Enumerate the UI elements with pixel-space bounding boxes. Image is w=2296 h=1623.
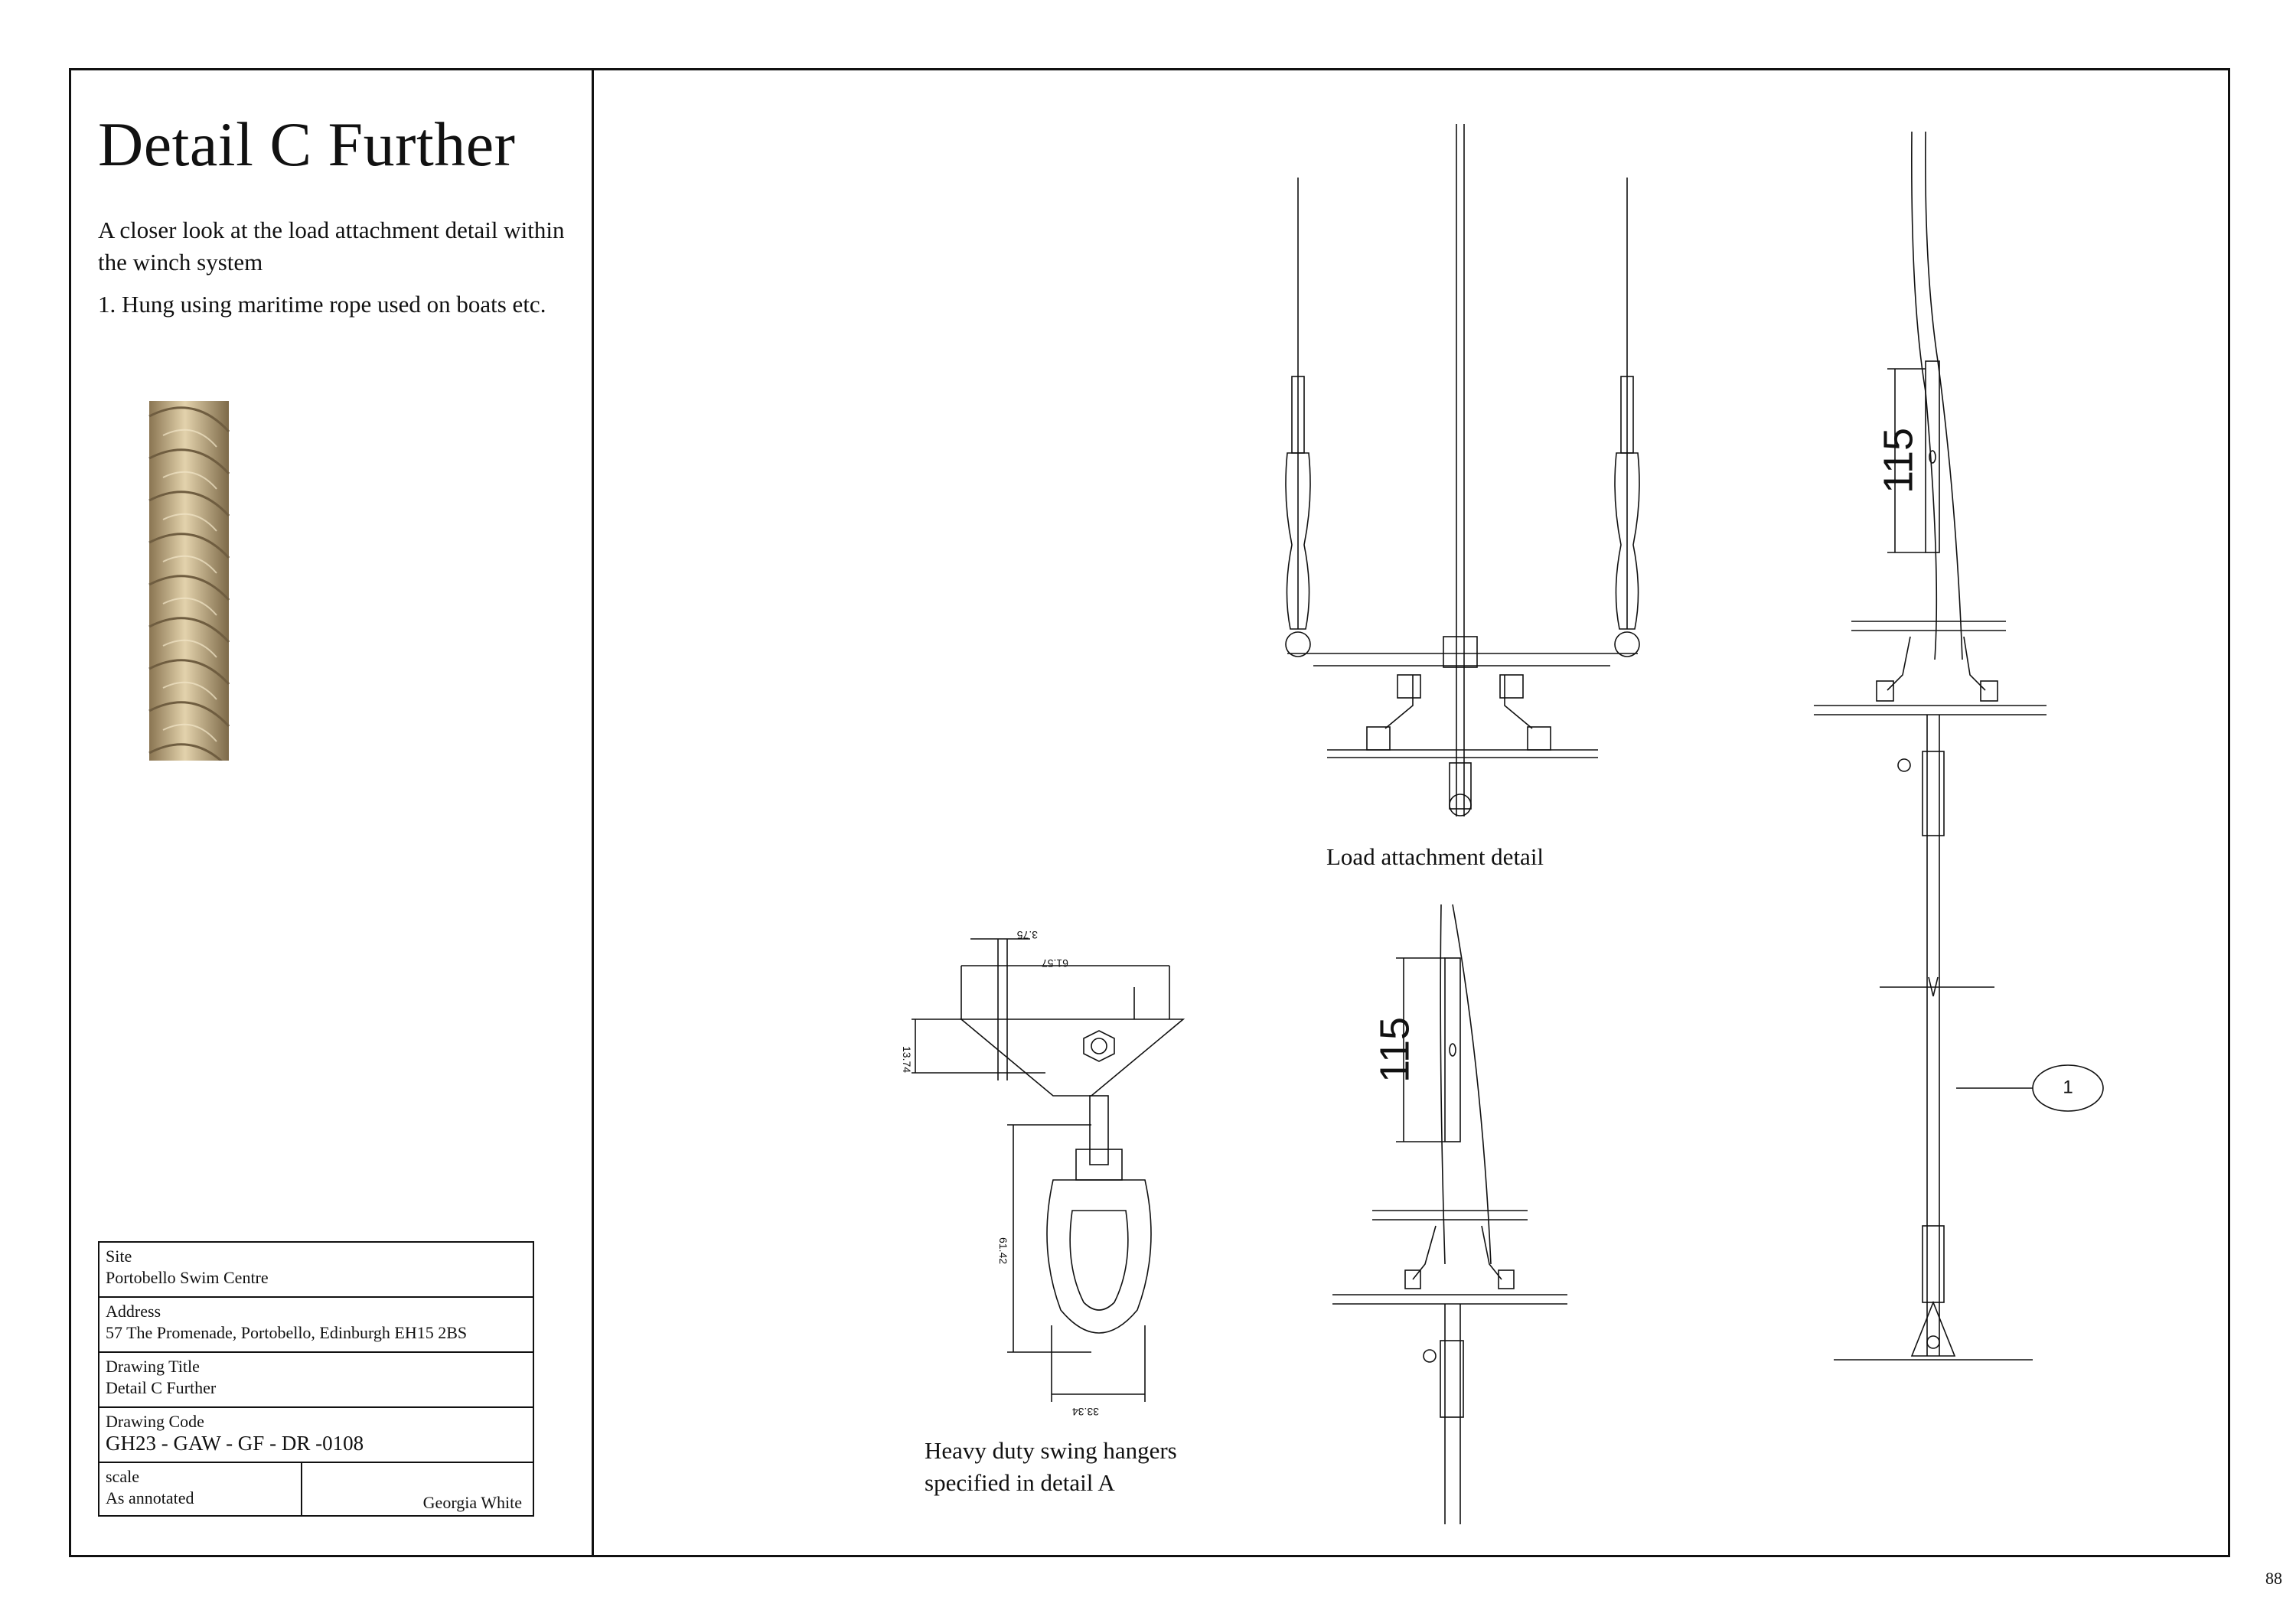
lower-side-view [1332,904,1567,1524]
swing-hanger-view [912,938,1186,1402]
dimension-hanger-plate: 13.74 [901,1046,913,1073]
author-name: Georgia White [422,1493,522,1512]
technical-drawing: 115 115 3.75 61.57 13.74 61.42 33.34 1 [901,124,2104,1524]
site-value: Portobello Swim Centre [106,1268,269,1287]
dimension-hanger-pin: 3.75 [1017,929,1038,941]
dimension-hanger-drop: 61.42 [997,1237,1009,1264]
title-block-drawing-title: Drawing Title Detail C Further [99,1353,533,1408]
drawing-code-label: Drawing Code [106,1412,204,1431]
drawing-code-value: GH23 - GAW - GF - DR -0108 [106,1432,364,1455]
callout-tag-number: 1 [2063,1077,2073,1097]
rope-strands [148,406,230,761]
dimension-turnbuckle-upper: 115 [1875,428,1921,494]
callout-bubble [2032,1064,2104,1112]
scale-value: As annotated [106,1488,194,1507]
drawing-title-label: Drawing Title [106,1357,200,1376]
author-cell: Georgia White [302,1463,533,1515]
address-value: 57 The Promenade, Portobello, Edinburgh … [106,1323,468,1342]
rope-image [148,401,230,761]
heavy-duty-caption-line-1: Heavy duty swing hangers [925,1437,1177,1464]
heavy-duty-caption: Heavy duty swing hangers specified in de… [925,1435,1177,1499]
title-block-address: Address 57 The Promenade, Portobello, Ed… [99,1298,533,1353]
info-sidebar: Detail C Further A closer look at the lo… [71,70,594,1555]
load-attachment-caption: Load attachment detail [1326,843,1544,870]
drawing-sheet-frame: Detail C Further A closer look at the lo… [69,68,2230,1557]
address-label: Address [106,1302,161,1321]
title-block-drawing-code: Drawing Code GH23 - GAW - GF - DR -0108 [99,1408,533,1463]
intro-text: A closer look at the load attachment det… [98,217,565,275]
load-attachment-front-view [1285,124,1640,816]
scale-label: scale [106,1467,139,1486]
dimension-turnbuckle-lower: 115 [1371,1017,1417,1083]
heavy-duty-caption-line-2: specified in detail A [925,1469,1115,1496]
drawing-title-value: Detail C Further [106,1378,217,1397]
title-block-scale-row: scale As annotated Georgia White [99,1463,533,1515]
page-number: 88 [2265,1569,2282,1588]
title-block: Site Portobello Swim Centre Address 57 T… [98,1241,534,1517]
title-block-site: Site Portobello Swim Centre [99,1243,533,1298]
site-label: Site [106,1247,132,1266]
dimension-hanger-width: 61.57 [1042,957,1068,970]
dimension-hanger-eye: 33.34 [1072,1406,1099,1418]
side-elevation-view [1814,131,2104,1361]
rope-note: 1. Hung using maritime rope used on boat… [98,291,546,318]
scale-cell: scale As annotated [99,1463,302,1515]
drawing-area: 115 115 3.75 61.57 13.74 61.42 33.34 1 L… [594,70,2230,1555]
sheet-title: Detail C Further [98,109,516,179]
rope-highlights [162,429,217,742]
